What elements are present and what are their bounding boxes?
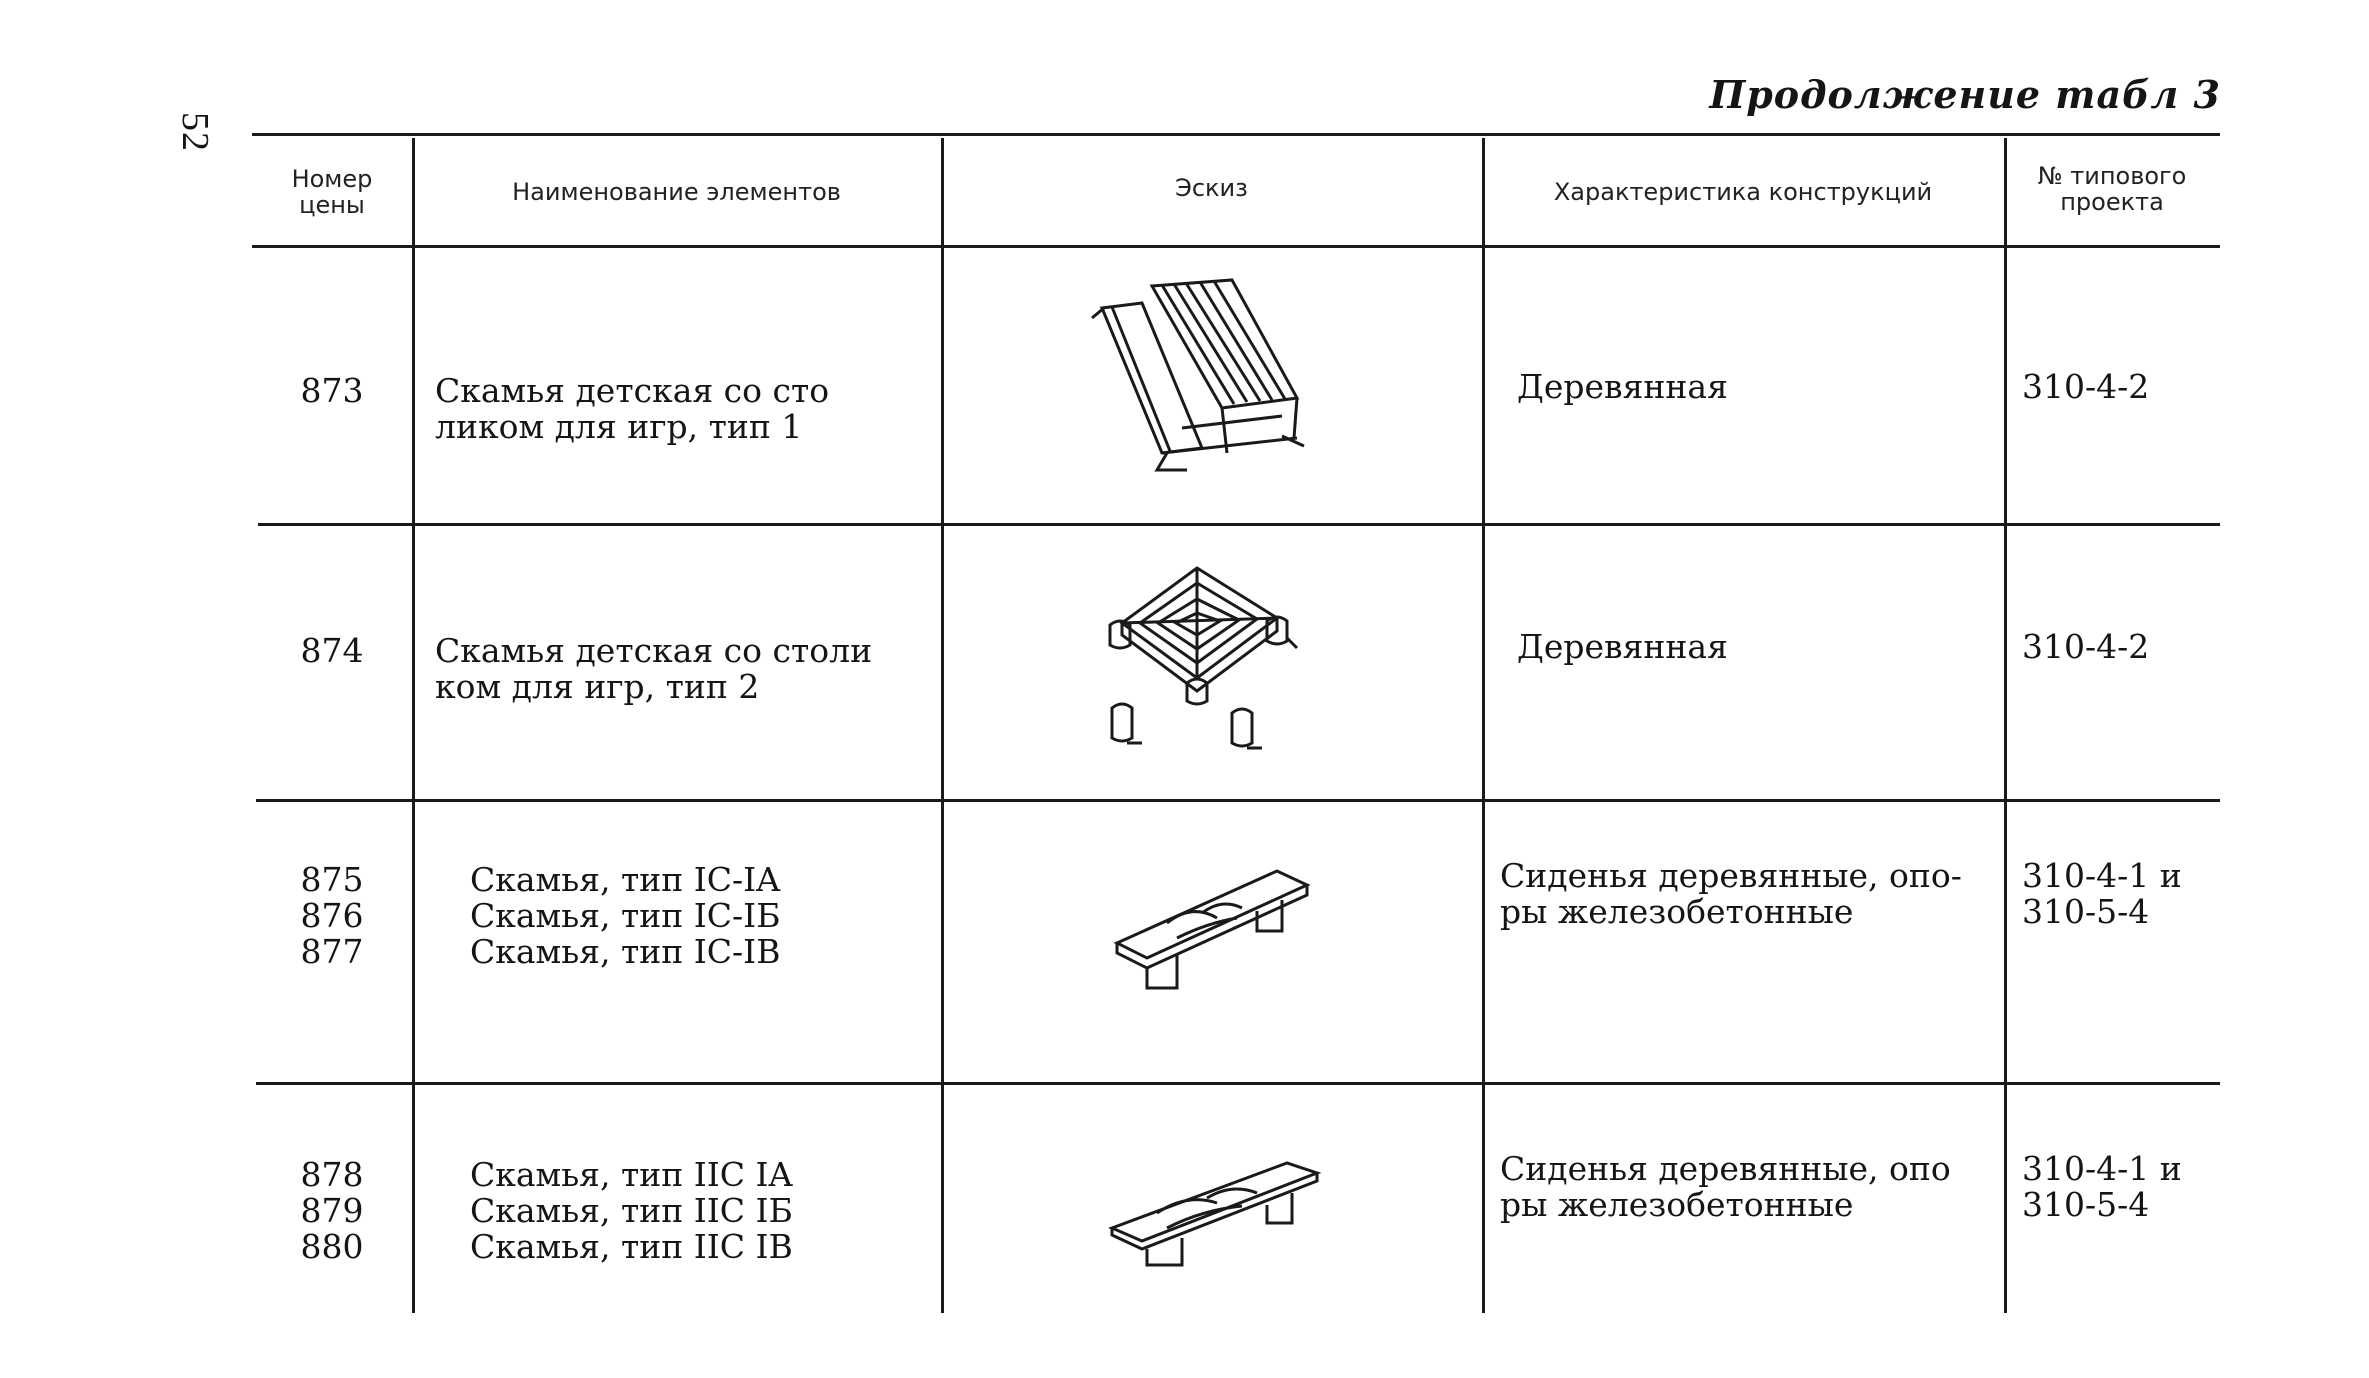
header-characteristic: Характеристика конструкций — [1553, 178, 1933, 206]
project-number: 310-4-2 — [2022, 367, 2150, 406]
construction-characteristic: Деревянная — [1517, 367, 1728, 406]
header-project: № типового проекта — [2037, 162, 2187, 217]
page-number: 52 — [174, 112, 216, 152]
construction-characteristic: Сиденья деревянные, опо- ры железобетонн… — [1500, 856, 1962, 931]
column-divider — [412, 138, 415, 1313]
table-continuation-caption: Продолжение табл 3 — [1709, 72, 2221, 117]
row-divider — [256, 799, 2220, 802]
header-bottom-rule — [252, 245, 2220, 248]
project-number: 310-4-1 и 310-5-4 — [2022, 1149, 2182, 1224]
row-divider — [256, 1082, 2220, 1085]
column-divider — [941, 138, 944, 1313]
construction-characteristic: Сиденья деревянные, опо ры железобетонны… — [1500, 1149, 1951, 1224]
element-name: Скамья, тип IC-IA Скамья, тип IC-IБ Скам… — [470, 860, 781, 971]
column-divider — [1482, 138, 1485, 1313]
bench-sketch — [1107, 863, 1317, 993]
header-sketch: Эскиз — [1175, 174, 1248, 202]
price-number: 878 879 880 — [300, 1155, 364, 1266]
bench-sketch — [1107, 1143, 1327, 1273]
table-top-rule — [252, 133, 2220, 136]
elements-table: Номер цены Наименование элементов Эскиз … — [252, 133, 2220, 1313]
square-table-sketch — [1102, 563, 1322, 763]
element-name: Скамья, тип IIC IA Скамья, тип IIC IБ Ск… — [470, 1155, 793, 1266]
project-number: 310-4-2 — [2022, 627, 2150, 666]
price-number: 873 — [300, 371, 364, 410]
project-number: 310-4-1 и 310-5-4 — [2022, 856, 2182, 931]
element-name: Скамья детская со сто ликом для игр, тип… — [435, 371, 830, 446]
row-divider — [258, 523, 2220, 526]
construction-characteristic: Деревянная — [1517, 627, 1728, 666]
picnic-table-sketch — [1082, 278, 1342, 478]
header-name: Наименование элементов — [512, 178, 841, 206]
header-number: Номер цены — [291, 165, 373, 220]
price-number: 875 876 877 — [300, 860, 364, 971]
column-divider — [2004, 138, 2007, 1313]
price-number: 874 — [300, 631, 364, 670]
element-name: Скамья детская со столи ком для игр, тип… — [435, 631, 873, 706]
